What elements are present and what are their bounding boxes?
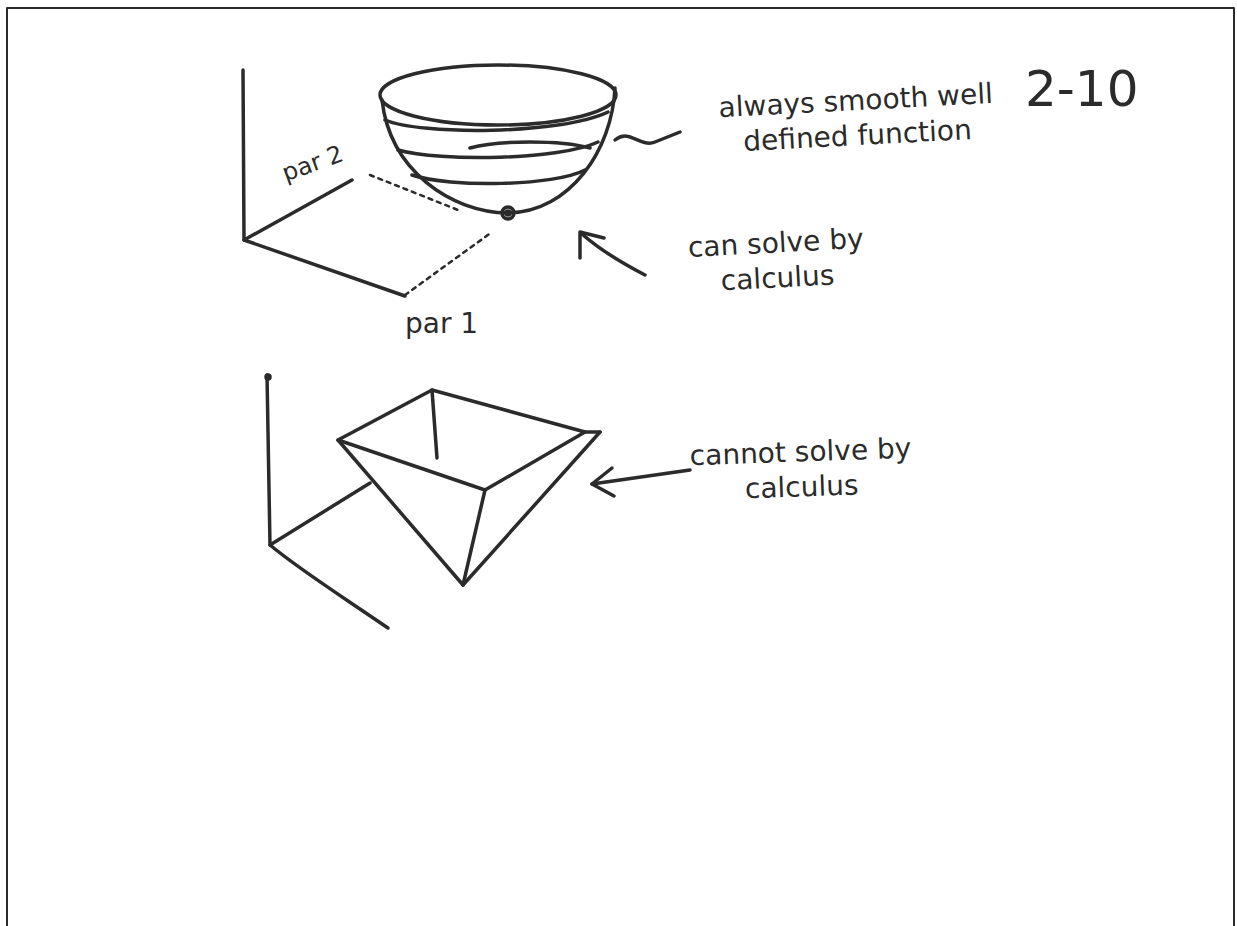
minimum-point <box>506 211 510 215</box>
page-number: 2-10 <box>1025 58 1215 121</box>
contour <box>398 142 598 158</box>
axis <box>270 545 388 628</box>
contour <box>470 142 590 148</box>
arrow-head <box>580 232 604 258</box>
axes <box>243 70 405 296</box>
arrow-line <box>582 234 645 275</box>
annotation: cannot solve by calculus <box>640 429 962 510</box>
pyramid-edge <box>463 432 600 585</box>
minimum-point <box>502 207 514 219</box>
annotation: always smooth well defined function <box>685 74 1028 162</box>
pyramid-edge <box>338 440 485 585</box>
contour <box>385 112 608 130</box>
annotation: par 2 <box>278 126 382 188</box>
annotation: par 1 <box>405 306 515 341</box>
axis-tip <box>266 375 270 379</box>
arrow-head <box>592 468 614 496</box>
pyramid-edge <box>432 390 437 458</box>
projection-line <box>405 232 492 295</box>
page-frame <box>7 8 1234 926</box>
contour <box>412 170 585 184</box>
pyramid-rim <box>338 390 585 490</box>
leader-line <box>615 132 680 143</box>
axis <box>244 180 352 240</box>
bowl-surface <box>382 88 615 213</box>
bowl-rim <box>380 65 616 125</box>
annotation: can solve by calculus <box>650 219 903 302</box>
